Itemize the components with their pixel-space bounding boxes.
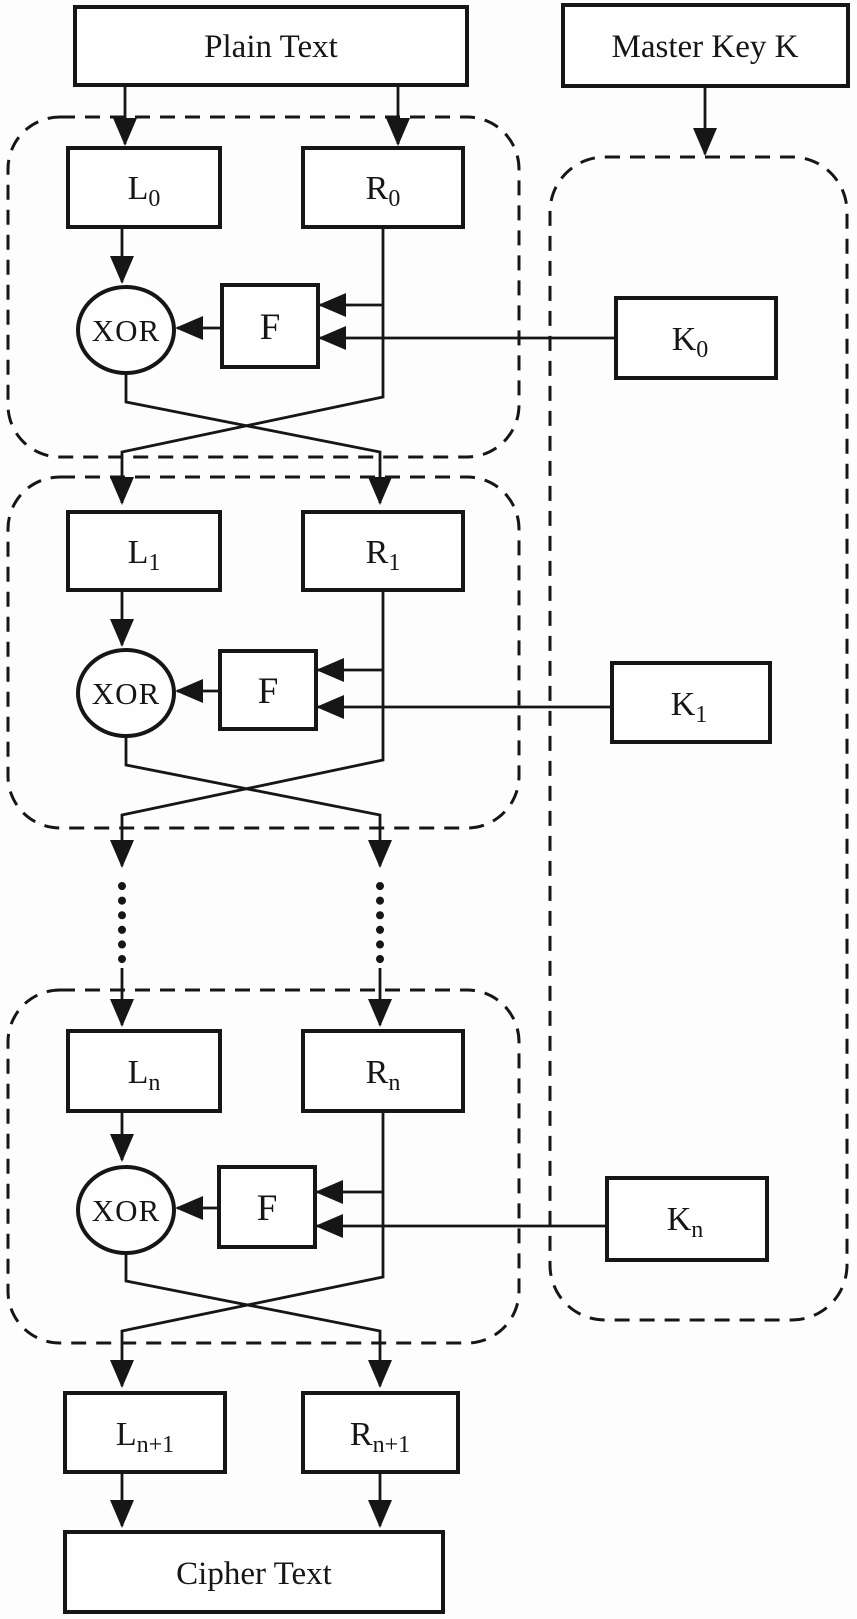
l0-box [66,146,222,229]
l1-box [66,510,222,592]
k0-subkey-box [614,296,778,380]
ln-label: Ln [128,1054,161,1096]
xor1-label: XOR [92,676,160,711]
f0-label: F [260,307,281,348]
xorn-node [76,1165,176,1255]
rn1-box [301,1391,460,1474]
fn-label: F [257,1188,278,1229]
plain-text-box [73,5,469,87]
cipher-text-box [63,1530,445,1614]
fn-function-box [217,1165,317,1249]
k1-subkey-box [610,661,772,744]
wire-xor1-cross-down [124,736,392,868]
cipher-text-label: Cipher Text [176,1556,332,1592]
wire-xor0-cross-to-r1 [124,372,392,505]
ln1-box [63,1391,227,1474]
r1-label: R1 [366,534,401,576]
plain-text-label: Plain Text [204,29,338,65]
bottom-output: Ln+1 Rn+1 Cipher Text [63,1391,460,1614]
xor0-label: XOR [92,313,160,348]
xor0-node [76,285,176,375]
round-1-dashed-frame [6,475,521,830]
k0-label: K0 [672,321,709,363]
round-n: Ln Rn XOR F Kn [66,1029,769,1388]
f1-label: F [258,671,279,712]
f0-function-box [220,283,320,369]
l0-label: L0 [128,170,161,212]
f1-function-box [218,649,318,731]
rn-box [301,1029,465,1113]
wire-r1-cross-down [110,590,385,868]
wire-r0-cross-to-l1 [110,227,385,505]
round-0: L0 R0 XOR F K0 [66,146,778,505]
wire-xorn-cross-to-rn1 [124,1253,392,1388]
rn1-label: Rn+1 [350,1416,410,1458]
l1-label: L1 [128,534,161,576]
r1-box [301,510,465,592]
rounds-ellipsis [110,882,392,1027]
round-0-dashed-frame [6,115,521,459]
master-key-box [561,3,850,88]
k1-label: K1 [671,686,708,728]
rn-label: Rn [366,1054,401,1096]
kn-subkey-box [605,1176,769,1262]
ln-box [66,1029,222,1113]
r0-label: R0 [366,170,401,212]
kn-label: Kn [667,1201,704,1243]
r0-box [301,146,465,229]
xor1-node [76,648,176,738]
ln1-label: Ln+1 [116,1416,174,1458]
top-io: Plain Text Master Key K [73,3,850,156]
round-n-dashed-frame [6,988,521,1345]
wire-rn-cross-to-ln1 [110,1111,385,1388]
master-key-label: Master Key K [612,29,799,65]
round-1: L1 R1 XOR F K1 [66,510,772,868]
key-schedule-dashed-frame [548,155,849,1322]
xorn-label: XOR [92,1193,160,1228]
